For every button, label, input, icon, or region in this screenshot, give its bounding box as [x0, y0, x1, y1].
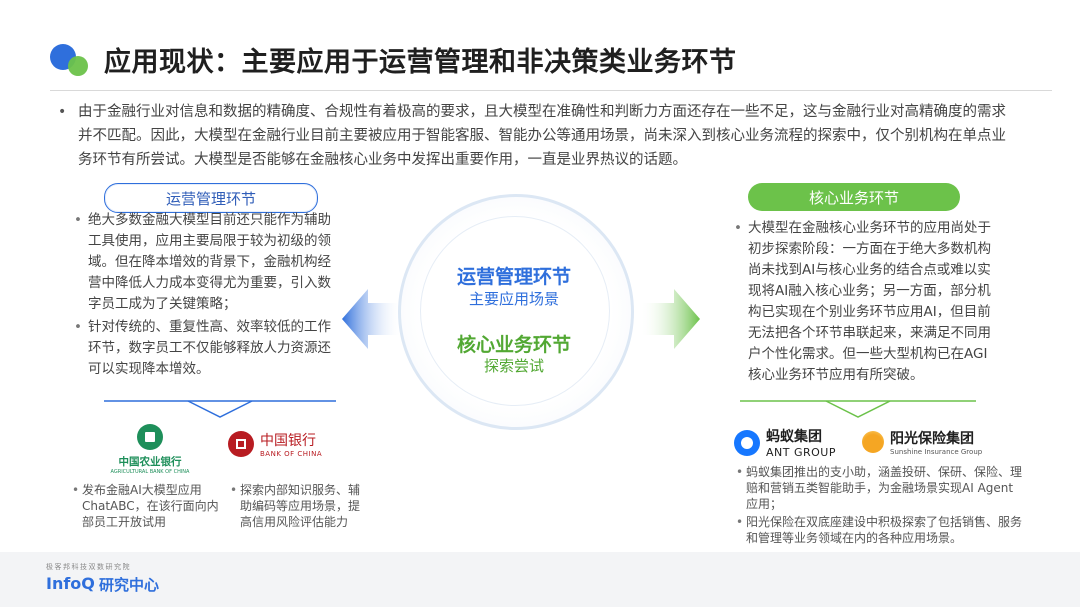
- boc-en: BANK OF CHINA: [260, 450, 323, 458]
- footer-brand-suffix: 研究中心: [99, 576, 160, 594]
- left-bullets: 绝大多数金融大模型目前还只能作为辅助工具使用，应用主要局限于较为初级的领域。但在…: [72, 210, 344, 378]
- intro-bullet-icon: •: [58, 104, 67, 120]
- boc-desc: 探索内部知识服务、辅助编码等应用场景，提高信用风险评估能力: [228, 482, 363, 532]
- page-title: 应用现状：主要应用于运营管理和非决策类业务环节: [104, 47, 737, 78]
- center-ring-inner: [420, 216, 610, 406]
- center-subtitle-1: 主要应用场景: [468, 290, 559, 308]
- sunshine-name: 阳光保险集团: [890, 431, 974, 447]
- abc-name: 中国农业银行: [118, 456, 182, 468]
- right-bullets: 大模型在金融核心业务环节的应用尚处于初步探索阶段：一方面在于绝大多数机构尚未找到…: [732, 218, 994, 388]
- right-arrow-icon: [640, 289, 700, 349]
- left-arrow-icon: [342, 289, 402, 349]
- footer-bar: [0, 552, 1080, 607]
- left-bullet-1: 绝大多数金融大模型目前还只能作为辅助工具使用，应用主要局限于较为初级的领域。但在…: [72, 210, 344, 315]
- center-title-2: 核心业务环节: [456, 334, 571, 356]
- boc-emblem-icon: [228, 431, 254, 457]
- center-subtitle-2: 探索尝试: [483, 357, 544, 375]
- footer-brand: InfoQ: [46, 574, 95, 593]
- right-divider-chevron: [740, 400, 976, 418]
- footer-caption: 极客邦科技双数研究院: [46, 563, 131, 571]
- sunshine-logo: 阳光保险集团 Sunshine Insurance Group: [862, 428, 982, 456]
- boc-logo: 中国银行 BANK OF CHINA: [228, 430, 338, 458]
- sun-emblem-icon: [862, 431, 884, 453]
- ant-emblem-icon: [734, 429, 760, 456]
- right-bullet-1: 大模型在金融核心业务环节的应用尚处于初步探索阶段：一方面在于绝大多数机构尚未找到…: [732, 218, 994, 386]
- ant-desc-text: 蚂蚁集团推出的支小助，涵盖投研、保研、保险、理赔和营销五类智能助手，为金融场景实…: [734, 464, 1024, 512]
- left-section-pill: 运营管理环节: [104, 183, 318, 213]
- abc-desc-text: 发布金融AI大模型应用ChatABC，在该行面向内部员工开放试用: [70, 482, 220, 530]
- logo-dot-green: [68, 56, 88, 76]
- right-section-pill: 核心业务环节: [748, 183, 960, 211]
- title-divider: [50, 90, 1052, 91]
- center-title-1: 运营管理环节: [456, 266, 571, 288]
- abc-desc: 发布金融AI大模型应用ChatABC，在该行面向内部员工开放试用: [70, 482, 220, 532]
- ant-logo: 蚂蚁集团 ANT GROUP: [734, 426, 836, 459]
- ant-en: ANT GROUP: [766, 446, 836, 459]
- ant-name: 蚂蚁集团: [766, 429, 822, 445]
- right-desc: 蚂蚁集团推出的支小助，涵盖投研、保研、保险、理赔和营销五类智能助手，为金融场景实…: [734, 464, 1024, 548]
- abc-emblem-icon: [137, 424, 163, 450]
- boc-desc-text: 探索内部知识服务、辅助编码等应用场景，提高信用风险评估能力: [228, 482, 363, 530]
- sunshine-desc-text: 阳光保险在双底座建设中积极探索了包括销售、服务和管理等业务领域在内的各种应用场景…: [734, 514, 1024, 546]
- intro-paragraph: 由于金融行业对信息和数据的精确度、合规性有着极高的要求，且大模型在准确性和判断力…: [78, 104, 1006, 168]
- sunshine-en: Sunshine Insurance Group: [890, 448, 983, 456]
- boc-name: 中国银行: [260, 433, 316, 449]
- abc-logo: 中国农业银行 AGRICULTURAL BANK OF CHINA: [110, 424, 190, 475]
- left-divider-chevron: [104, 400, 336, 418]
- abc-en: AGRICULTURAL BANK OF CHINA: [110, 469, 190, 475]
- left-bullet-2: 针对传统的、重复性高、效率较低的工作环节，数字员工不仅能够释放人力资源还可以实现…: [72, 317, 344, 380]
